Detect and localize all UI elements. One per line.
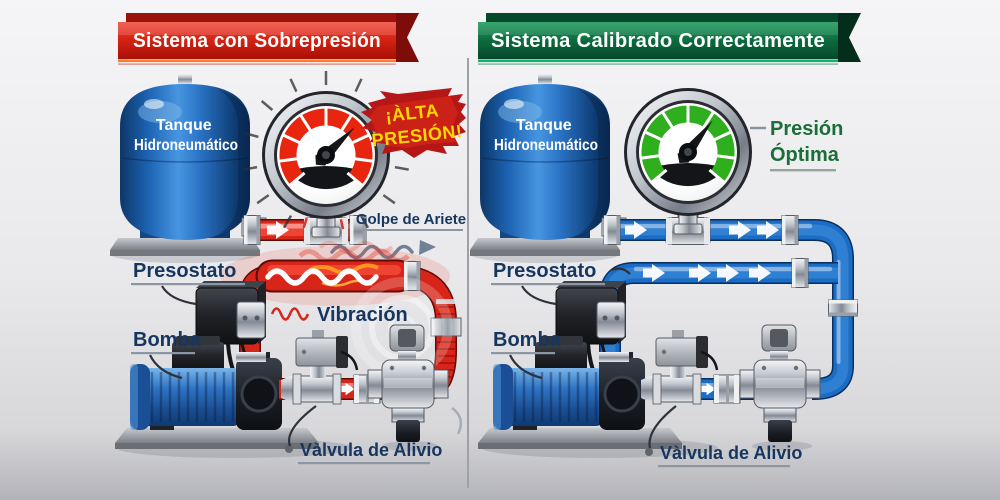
- right-banner-tail: [838, 13, 861, 62]
- right-panel: Sistema Calibrado Correctamente Tanque H…: [469, 13, 861, 468]
- right-banner-title: Sistema Calibrado Correctamente: [491, 30, 825, 52]
- right-pressure-gauge: [623, 87, 753, 235]
- left-pressure-switch-leader: [161, 285, 197, 306]
- hose-band: [436, 299, 457, 304]
- left-pump-underline: [131, 352, 195, 355]
- right-gauge-hub-center: [684, 148, 692, 156]
- left-banner-title: Sistema con Sobrepresión: [133, 30, 381, 52]
- left-relief-valve-leader-dot: [285, 445, 293, 453]
- vibration-wave-white: [265, 268, 379, 286]
- warning-splash-inner: [370, 96, 458, 148]
- left-gauge-red-ticks: [302, 217, 345, 230]
- optimal-pressure-label: Presión Óptima: [770, 118, 849, 166]
- left-pressure-switch-underline: [131, 283, 245, 286]
- right-banner-backfold: [486, 13, 838, 22]
- right-relief-valve-label: Vàlvula de Alivio: [660, 443, 802, 463]
- vibration-label: Vibración: [317, 304, 408, 326]
- water-hammer-underline: [361, 229, 463, 231]
- left-gauge-ticks: [278, 107, 374, 188]
- left-banner-backfold: [126, 13, 396, 22]
- left-banner-tail: [396, 13, 419, 62]
- right-valve-foot-shadow: [752, 441, 812, 451]
- left-banner-underline-thin: [118, 63, 396, 65]
- left-gauge-hub-center: [322, 151, 330, 159]
- left-top-pipe-coupling: [243, 215, 261, 245]
- right-top-pipe-coupling: [603, 215, 621, 245]
- right-banner-band: [478, 22, 838, 59]
- high-pressure-warning-burst: ¡ÀLTA PRESIÓN!: [361, 88, 466, 158]
- water-hammer-label: Golpe de Ariete: [356, 211, 466, 228]
- left-banner-ribbon: Sistema con Sobrepresión: [118, 13, 419, 65]
- left-pump-label: Bomba: [133, 329, 202, 351]
- right-top-pipe: [603, 208, 858, 400]
- left-valve-shadow: [382, 441, 438, 451]
- right-banner-gloss: [478, 22, 838, 35]
- optimal-pressure-underline: [770, 169, 836, 172]
- swirl-mark: [451, 406, 463, 435]
- right-banner-underline: [478, 59, 838, 63]
- left-relief-valve-label: Vàlvula de Alivio: [300, 440, 442, 460]
- right-pump-leader: [509, 354, 543, 380]
- left-banner-underline: [118, 59, 396, 63]
- right-gauge-ticks: [640, 104, 736, 185]
- right-banner-ribbon: Sistema Calibrado Correctamente: [478, 13, 861, 65]
- vibration-squiggle-icon: [270, 307, 310, 321]
- left-pressure-gauge: [243, 71, 409, 238]
- right-tank-label: Tanque Hidroneumático: [494, 117, 598, 154]
- left-pump-leader: [149, 354, 183, 380]
- right-relief-valve-underline: [658, 465, 790, 468]
- right-relief-valve-leader-dot: [645, 448, 653, 456]
- left-gauge-shake-lines: [243, 71, 409, 229]
- right-pump-underline: [491, 352, 555, 355]
- heat-wave-top: [298, 249, 410, 263]
- left-pressure-switch-label: Presostato: [133, 260, 236, 282]
- left-relief-valve-leader: [287, 405, 317, 447]
- right-banner-underline-thin: [478, 63, 838, 65]
- right-lower-pipe-coupling: [791, 258, 809, 288]
- hose-coupling: [430, 317, 462, 337]
- water-hammer-wave-icon: [330, 240, 436, 260]
- right-pressure-switch-label: Presostato: [493, 260, 596, 282]
- right-pressure-switch-underline: [491, 283, 605, 286]
- left-panel: Sistema con Sobrepresión Tanque Hidroneu…: [109, 13, 466, 465]
- left-relief-valve-underline: [298, 462, 430, 465]
- left-banner-gloss: [118, 22, 396, 35]
- right-riser-coupling: [828, 299, 858, 317]
- right-pipe-union: [713, 374, 741, 404]
- heat-wave-top2: [318, 241, 394, 253]
- left-banner-band: [118, 22, 396, 59]
- left-tank-label: Tanque Hidroneumático: [134, 117, 238, 154]
- right-pump-label: Bomba: [493, 329, 562, 351]
- right-top-pipe-coupling2: [781, 215, 799, 245]
- right-pressure-switch-dash: [611, 267, 631, 275]
- right-relief-valve-leader: [648, 405, 677, 449]
- right-pressure-switch-leader: [521, 285, 557, 306]
